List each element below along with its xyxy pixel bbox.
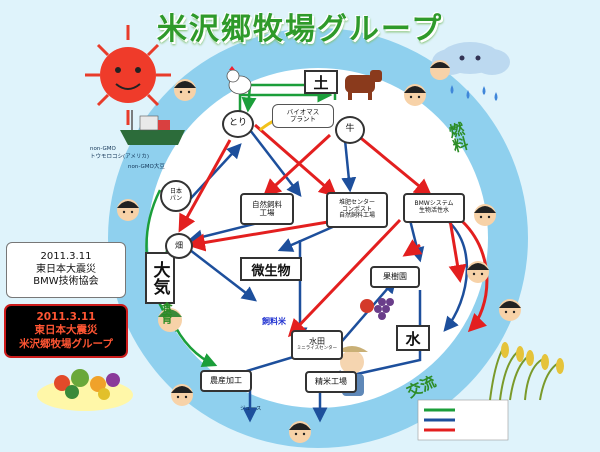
rice-mill-node: 精米工場 <box>305 371 357 393</box>
bmw-system-node: BMWシステム 生物活性水 <box>403 193 465 223</box>
panel-event: 東日本大震災 <box>34 324 98 337</box>
cow-icon <box>345 70 382 100</box>
bmw-association-panel: 2011.3.11 東日本大震災 BMW技術協会 <box>6 242 126 298</box>
panel-org: 米沢郷牧場グループ <box>19 337 113 350</box>
ship-cargo-right-label: non-GMO大豆 <box>128 164 165 170</box>
chicken-icon <box>226 66 252 95</box>
food-processing-node: 農産加工 <box>200 370 252 392</box>
panel-org: BMW技術協会 <box>33 276 99 288</box>
compost-center-node: 堆肥センター コンポスト 自然飼料工場 <box>326 192 388 228</box>
rice-center-label: ミニライスセンター <box>296 345 338 351</box>
air-caption: 大気 <box>145 252 175 304</box>
food-education-label: 食育 <box>160 302 173 324</box>
sun-icon <box>85 25 171 125</box>
rice-paddy-label: 水田 <box>309 337 325 347</box>
cattle-node: 牛 <box>335 116 365 144</box>
soil-caption: 土 <box>304 70 338 94</box>
ship-cargo-left-label: non-GMO トウモロコシ(アメリカ) <box>90 146 150 160</box>
biomass-plant-node: バイオマス プラント <box>272 104 334 128</box>
juice-label: ジュース <box>240 406 262 412</box>
rice-paddy-node: 水田 ミニライスセンター <box>291 330 343 360</box>
vegetables-icon <box>37 369 133 411</box>
legend <box>417 399 509 441</box>
page-title: 米沢郷牧場グループ <box>156 12 444 47</box>
water-caption: 水 <box>396 325 430 351</box>
yonezawa-group-panel: 2011.3.11 東日本大震災 米沢郷牧場グループ <box>4 304 128 358</box>
microbes-caption: 微生物 <box>240 257 302 281</box>
feed-factory-node: 自然飼料 工場 <box>240 193 294 225</box>
grapes-icon <box>374 298 394 320</box>
panel-date: 2011.3.11 <box>40 251 92 263</box>
fields-node: 畑 <box>165 233 193 259</box>
cargo-ship-icon <box>120 110 185 145</box>
feed-rice-label: 飼料米 <box>262 317 286 326</box>
panel-event: 東日本大震災 <box>36 263 96 275</box>
bakery-node: 日本 パン <box>160 180 192 212</box>
child-face-icon <box>117 60 521 443</box>
chicken-node: とり <box>222 110 254 138</box>
panel-date: 2011.3.11 <box>36 311 96 324</box>
orchard-node: 果樹園 <box>370 266 420 288</box>
